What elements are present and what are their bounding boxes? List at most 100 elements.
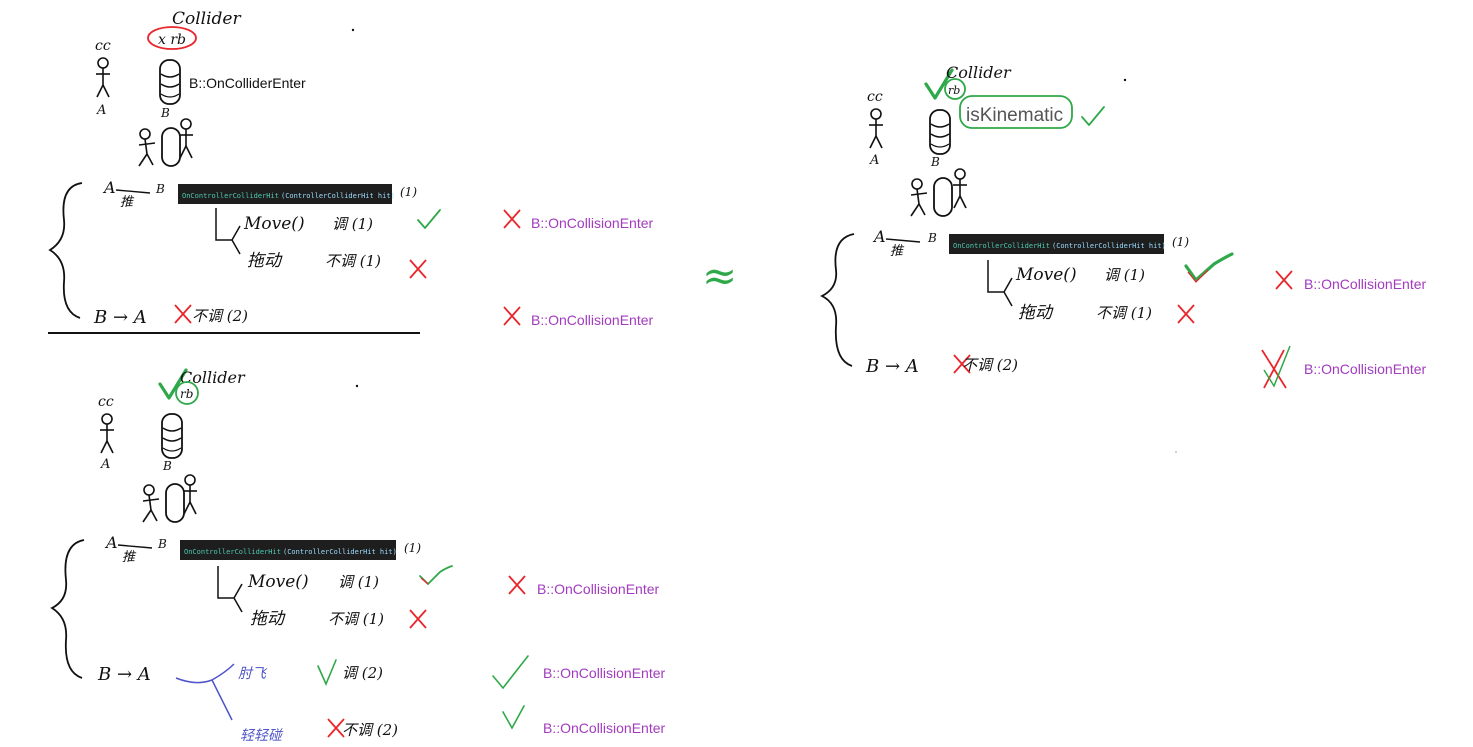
- p2-row2-collision: B::OnCollisionEnter: [543, 665, 666, 681]
- p3-is-kinematic-box: [959, 95, 1073, 129]
- p1-push-barrel: [161, 127, 181, 167]
- p3-is-kinematic: isKinematic: [966, 105, 1063, 126]
- panel-1: Collider x rb cc A B B::OnColliderEnter …: [48, 9, 654, 328]
- p3-a-to-b-sub: 推: [890, 244, 905, 259]
- p3-a-to-b-arrow: [885, 238, 921, 243]
- p1-rb-label: x rb: [158, 32, 186, 48]
- p3-collider-label: Collider: [946, 63, 1012, 82]
- p2-move-check-red-stroke: [420, 577, 429, 585]
- p3-a-to-b-target: B: [927, 231, 937, 245]
- p2-drag-result: 不调 (1): [328, 610, 384, 628]
- p3-move-check-red-stroke: [1187, 269, 1209, 283]
- p3-barrel-b: [929, 109, 951, 155]
- p2-touch-label: 轻轻碰: [240, 728, 284, 744]
- p3-code-method: OnControllerColliderHit: [953, 242, 1050, 250]
- p2-collider-label: Collider: [180, 368, 246, 387]
- p3-row2-x-check-icon: [1261, 345, 1291, 389]
- p1-move-label: Move(): [243, 214, 305, 234]
- p2-brace: [50, 539, 85, 679]
- p2-blue-branch: [175, 663, 235, 721]
- p2-cc-label: cc: [98, 394, 114, 410]
- p1-brace: [48, 182, 83, 319]
- p3-move-label: Move(): [1015, 265, 1077, 285]
- p2-push-stick-left: [142, 484, 160, 523]
- p3-push-stick-left: [910, 178, 928, 217]
- p1-push-stick-right: [178, 118, 194, 159]
- p1-row1-collision: B::OnCollisionEnter: [531, 215, 654, 231]
- p2-fly-result: 调 (2): [342, 664, 383, 682]
- p1-row2-collision: B::OnCollisionEnter: [531, 312, 654, 328]
- p2-stray-dot: [355, 384, 359, 388]
- p3-branch-lines: [987, 260, 1013, 307]
- p2-push-barrel: [165, 483, 185, 523]
- p1-a-to-b-a: A: [102, 178, 116, 197]
- p3-rb-label: rb: [948, 84, 960, 97]
- p2-push-stick-right: [182, 474, 198, 515]
- p2-a-to-b-target: B: [157, 537, 167, 551]
- p2-code-params: (ControllerColliderHit hit): [283, 548, 397, 556]
- p1-a-to-b-sub: 推: [120, 195, 135, 210]
- p2-fly-check-icon: [317, 659, 337, 687]
- p1-b-to-a: B → A: [93, 307, 147, 328]
- p2-a-to-b-sub: 推: [122, 550, 137, 565]
- p1-rb-circle: [147, 26, 197, 50]
- p1-b-to-a-result: 不调 (2): [192, 307, 248, 325]
- p2-move-check-icon: [419, 565, 453, 586]
- p1-drag-result: 不调 (1): [325, 252, 381, 270]
- p1-row2-x-icon: [503, 306, 521, 326]
- p2-rb-label: rb: [180, 387, 193, 401]
- p3-code-suffix: (1): [1172, 235, 1189, 249]
- p2-touch-result: 不调 (2): [342, 721, 398, 739]
- p1-cc-label: cc: [95, 38, 111, 54]
- p1-collider-label: Collider: [172, 9, 241, 29]
- p2-row1-collision: B::OnCollisionEnter: [537, 581, 660, 597]
- p1-row1-x-icon: [503, 209, 521, 229]
- p3-code-box: [949, 234, 1164, 254]
- p3-drag-label: 拖动: [1018, 303, 1054, 323]
- p2-code-suffix: (1): [404, 541, 421, 555]
- p1-b-label: B: [160, 106, 170, 120]
- p1-code-params: (ControllerColliderHit hit): [281, 192, 395, 200]
- p2-row2-check-icon: [492, 655, 529, 690]
- p1-stray-dot: [351, 28, 355, 32]
- panel-3: Collider rb isKinematic cc A B A 推 B OnC…: [819, 63, 1427, 453]
- p2-barrel-b: [161, 413, 183, 459]
- p3-push-barrel: [933, 177, 953, 217]
- p3-cc-label: cc: [867, 89, 883, 105]
- p2-a-to-b-a: A: [104, 533, 118, 552]
- p2-stickman-a: [99, 413, 115, 454]
- p2-move-label: Move(): [247, 572, 309, 592]
- p1-a-to-b-arrow: [115, 189, 151, 194]
- p3-stray-dot-2: [1175, 451, 1177, 453]
- p1-drag-x-icon: [409, 259, 427, 279]
- p3-a-label: A: [869, 153, 879, 168]
- p2-row3-collision: B::OnCollisionEnter: [543, 720, 666, 736]
- p2-a-to-b-arrow: [117, 544, 153, 549]
- p1-drag-label: 拖动: [247, 251, 283, 271]
- p2-b-to-a: B → A: [97, 664, 151, 685]
- p3-is-kinematic-check-icon: [1081, 106, 1105, 126]
- p1-code-box: [178, 184, 392, 204]
- p2-move-result: 调 (1): [338, 573, 379, 591]
- p1-a-to-b-target: B: [155, 182, 165, 196]
- p3-stickman-a: [868, 108, 884, 149]
- p1-move-result: 调 (1): [332, 215, 373, 233]
- p3-b-label: B: [930, 155, 940, 169]
- p3-row2-collision: B::OnCollisionEnter: [1304, 361, 1427, 377]
- p2-fly-label: 肘飞: [238, 666, 268, 682]
- p1-on-collider-enter: B::OnColliderEnter: [189, 75, 306, 91]
- p3-drag-x-icon: [1177, 304, 1195, 324]
- p2-b-label: B: [162, 459, 172, 473]
- p1-barrel-b: [159, 59, 181, 105]
- p3-b-to-a-result: 不调 (2): [962, 356, 1018, 374]
- p1-code-method: OnControllerColliderHit: [182, 192, 279, 200]
- p2-branch-lines: [217, 566, 243, 613]
- p1-a-label: A: [96, 103, 106, 118]
- equiv-symbol: ≈: [702, 251, 737, 300]
- p3-drag-result: 不调 (1): [1096, 304, 1152, 322]
- p3-stray-dot: [1123, 78, 1127, 82]
- p3-row1-x-icon: [1275, 270, 1293, 290]
- p3-push-stick-right: [952, 168, 968, 209]
- p1-move-check-icon: [417, 209, 441, 229]
